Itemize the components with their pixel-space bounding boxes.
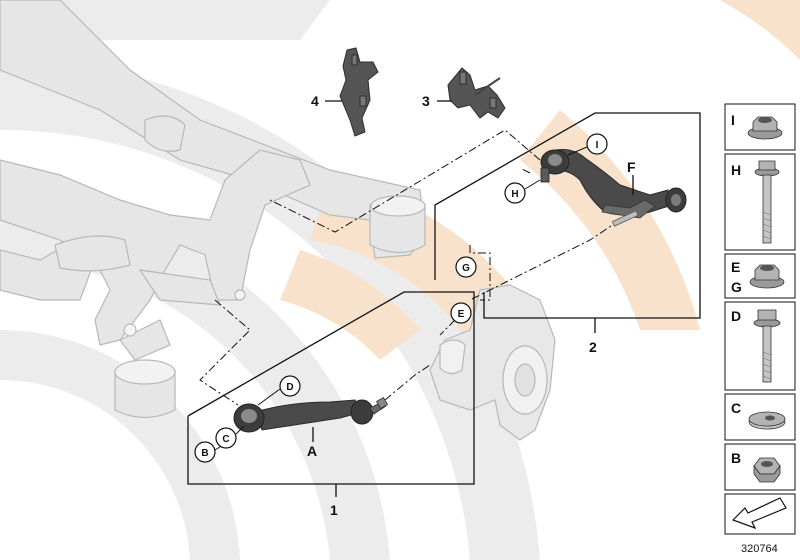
wheel-carrier: [429, 284, 556, 441]
flange-nut-icon: [747, 116, 783, 140]
svg-text:H: H: [511, 189, 518, 200]
kit-1-label: 1: [330, 502, 338, 518]
flange-nut-icon: [749, 264, 785, 289]
svg-text:I: I: [596, 140, 599, 151]
callout-b: B: [194, 441, 216, 463]
callout-c: C: [215, 427, 237, 449]
legend-arrow-box: [724, 493, 796, 535]
wishbone-f: [540, 149, 687, 227]
legend-item-c: C: [724, 393, 796, 441]
image-number: 320764: [741, 543, 778, 555]
control-arm-a: [233, 396, 389, 433]
kit-2-frame: [434, 112, 701, 319]
callout-i: I: [586, 133, 608, 155]
hex-nut-icon: [753, 457, 781, 483]
kit-2-label: 2: [589, 339, 597, 355]
callout-d: D: [279, 375, 301, 397]
svg-text:C: C: [731, 400, 741, 416]
kit-3-label: 3: [422, 93, 430, 109]
callout-g: G: [455, 256, 477, 278]
legend-item-d: D: [724, 301, 796, 391]
svg-text:D: D: [731, 308, 741, 324]
svg-text:B: B: [201, 448, 208, 459]
legend-item-i: I: [724, 103, 796, 151]
kit-3-bracket: [447, 67, 506, 119]
eccentric-washer-icon: [748, 411, 786, 430]
flange-bolt-long-icon: [754, 160, 780, 244]
callout-d-leader: [257, 388, 281, 406]
callout-c-leader: [235, 425, 245, 435]
svg-text:I: I: [731, 112, 735, 128]
legend-item-b: B: [724, 443, 796, 491]
rear-subframe: [0, 0, 426, 419]
part-a-label: A: [307, 443, 317, 459]
leader-lines: [199, 129, 621, 406]
callout-h: H: [504, 182, 526, 204]
legend-item-e-g: E G: [724, 253, 796, 299]
arrow-icon: [731, 497, 787, 530]
svg-text:G: G: [731, 279, 742, 295]
callout-e: E: [450, 302, 472, 324]
svg-text:G: G: [462, 263, 470, 274]
callout-i-leader: [567, 146, 588, 156]
svg-text:E: E: [731, 259, 740, 275]
kit-4-bracket: [339, 47, 379, 137]
svg-text:H: H: [731, 162, 741, 178]
svg-text:D: D: [286, 382, 293, 393]
legend-item-h: H: [724, 153, 796, 251]
part-f-label: F: [627, 159, 636, 175]
kit-4-label: 4: [311, 93, 319, 109]
svg-text:E: E: [458, 309, 465, 320]
kit-1-frame: [187, 291, 475, 485]
callout-h-leader: [524, 179, 541, 190]
svg-text:B: B: [731, 450, 741, 466]
svg-text:C: C: [222, 434, 229, 445]
legend-panel: I H: [724, 103, 796, 535]
flange-bolt-icon: [753, 309, 781, 383]
